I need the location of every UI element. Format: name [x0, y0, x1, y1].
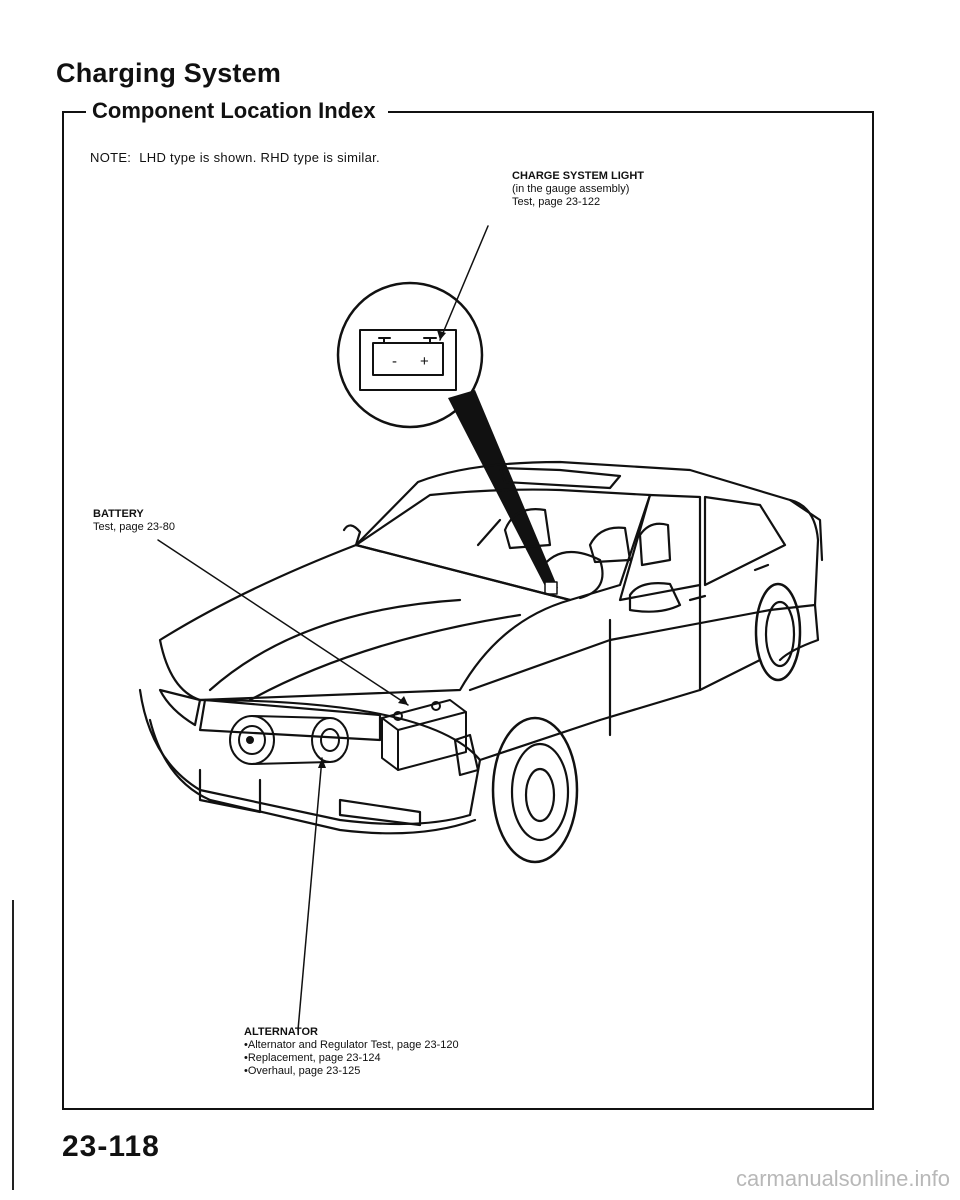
charge-light-leader	[439, 225, 489, 341]
car-body	[138, 460, 824, 864]
charge-light-ref: Test, page 23-122	[512, 196, 601, 208]
battery-callout: BATTERY Test, page 23-80	[93, 508, 175, 534]
charge-light-location: (in the gauge assembly)	[512, 183, 630, 195]
binding-edge-line	[12, 900, 14, 1190]
alternator-ref-list: Alternator and Regulator Test, page 23-1…	[244, 1039, 459, 1078]
note: NOTE: LHD type is shown. RHD type is simi…	[90, 150, 380, 165]
alternator-ref-item: Alternator and Regulator Test, page 23-1…	[244, 1039, 459, 1052]
charge-light-callout: CHARGE SYSTEM LIGHT (in the gauge assemb…	[512, 170, 644, 209]
note-label: NOTE:	[90, 150, 132, 165]
battery-name: BATTERY	[93, 508, 144, 520]
section-subtitle: Component Location Index	[86, 98, 388, 124]
alternator-ref-item: Overhaul, page 23-125	[244, 1065, 459, 1078]
battery-leader	[157, 539, 409, 706]
alternator-name: ALTERNATOR	[244, 1026, 318, 1038]
watermark: carmanualsonline.info	[735, 1166, 950, 1191]
note-text: LHD type is shown. RHD type is similar.	[139, 150, 380, 165]
page-title: Charging System	[56, 58, 282, 88]
alternator-callout: ALTERNATOR Alternator and Regulator Test…	[244, 1026, 459, 1078]
gauge-inset-circle	[336, 281, 484, 429]
page-number: 23-118	[62, 1130, 160, 1163]
battery-warning-icon	[359, 329, 457, 391]
alternator-component	[229, 715, 349, 765]
battery-ref: Test, page 23-80	[93, 521, 175, 533]
alternator-ref-item: Replacement, page 23-124	[244, 1052, 459, 1065]
alternator-leader	[297, 757, 323, 1031]
battery-component	[381, 699, 467, 771]
illustration-frame	[62, 111, 874, 1110]
charge-light-name: CHARGE SYSTEM LIGHT	[512, 170, 645, 182]
